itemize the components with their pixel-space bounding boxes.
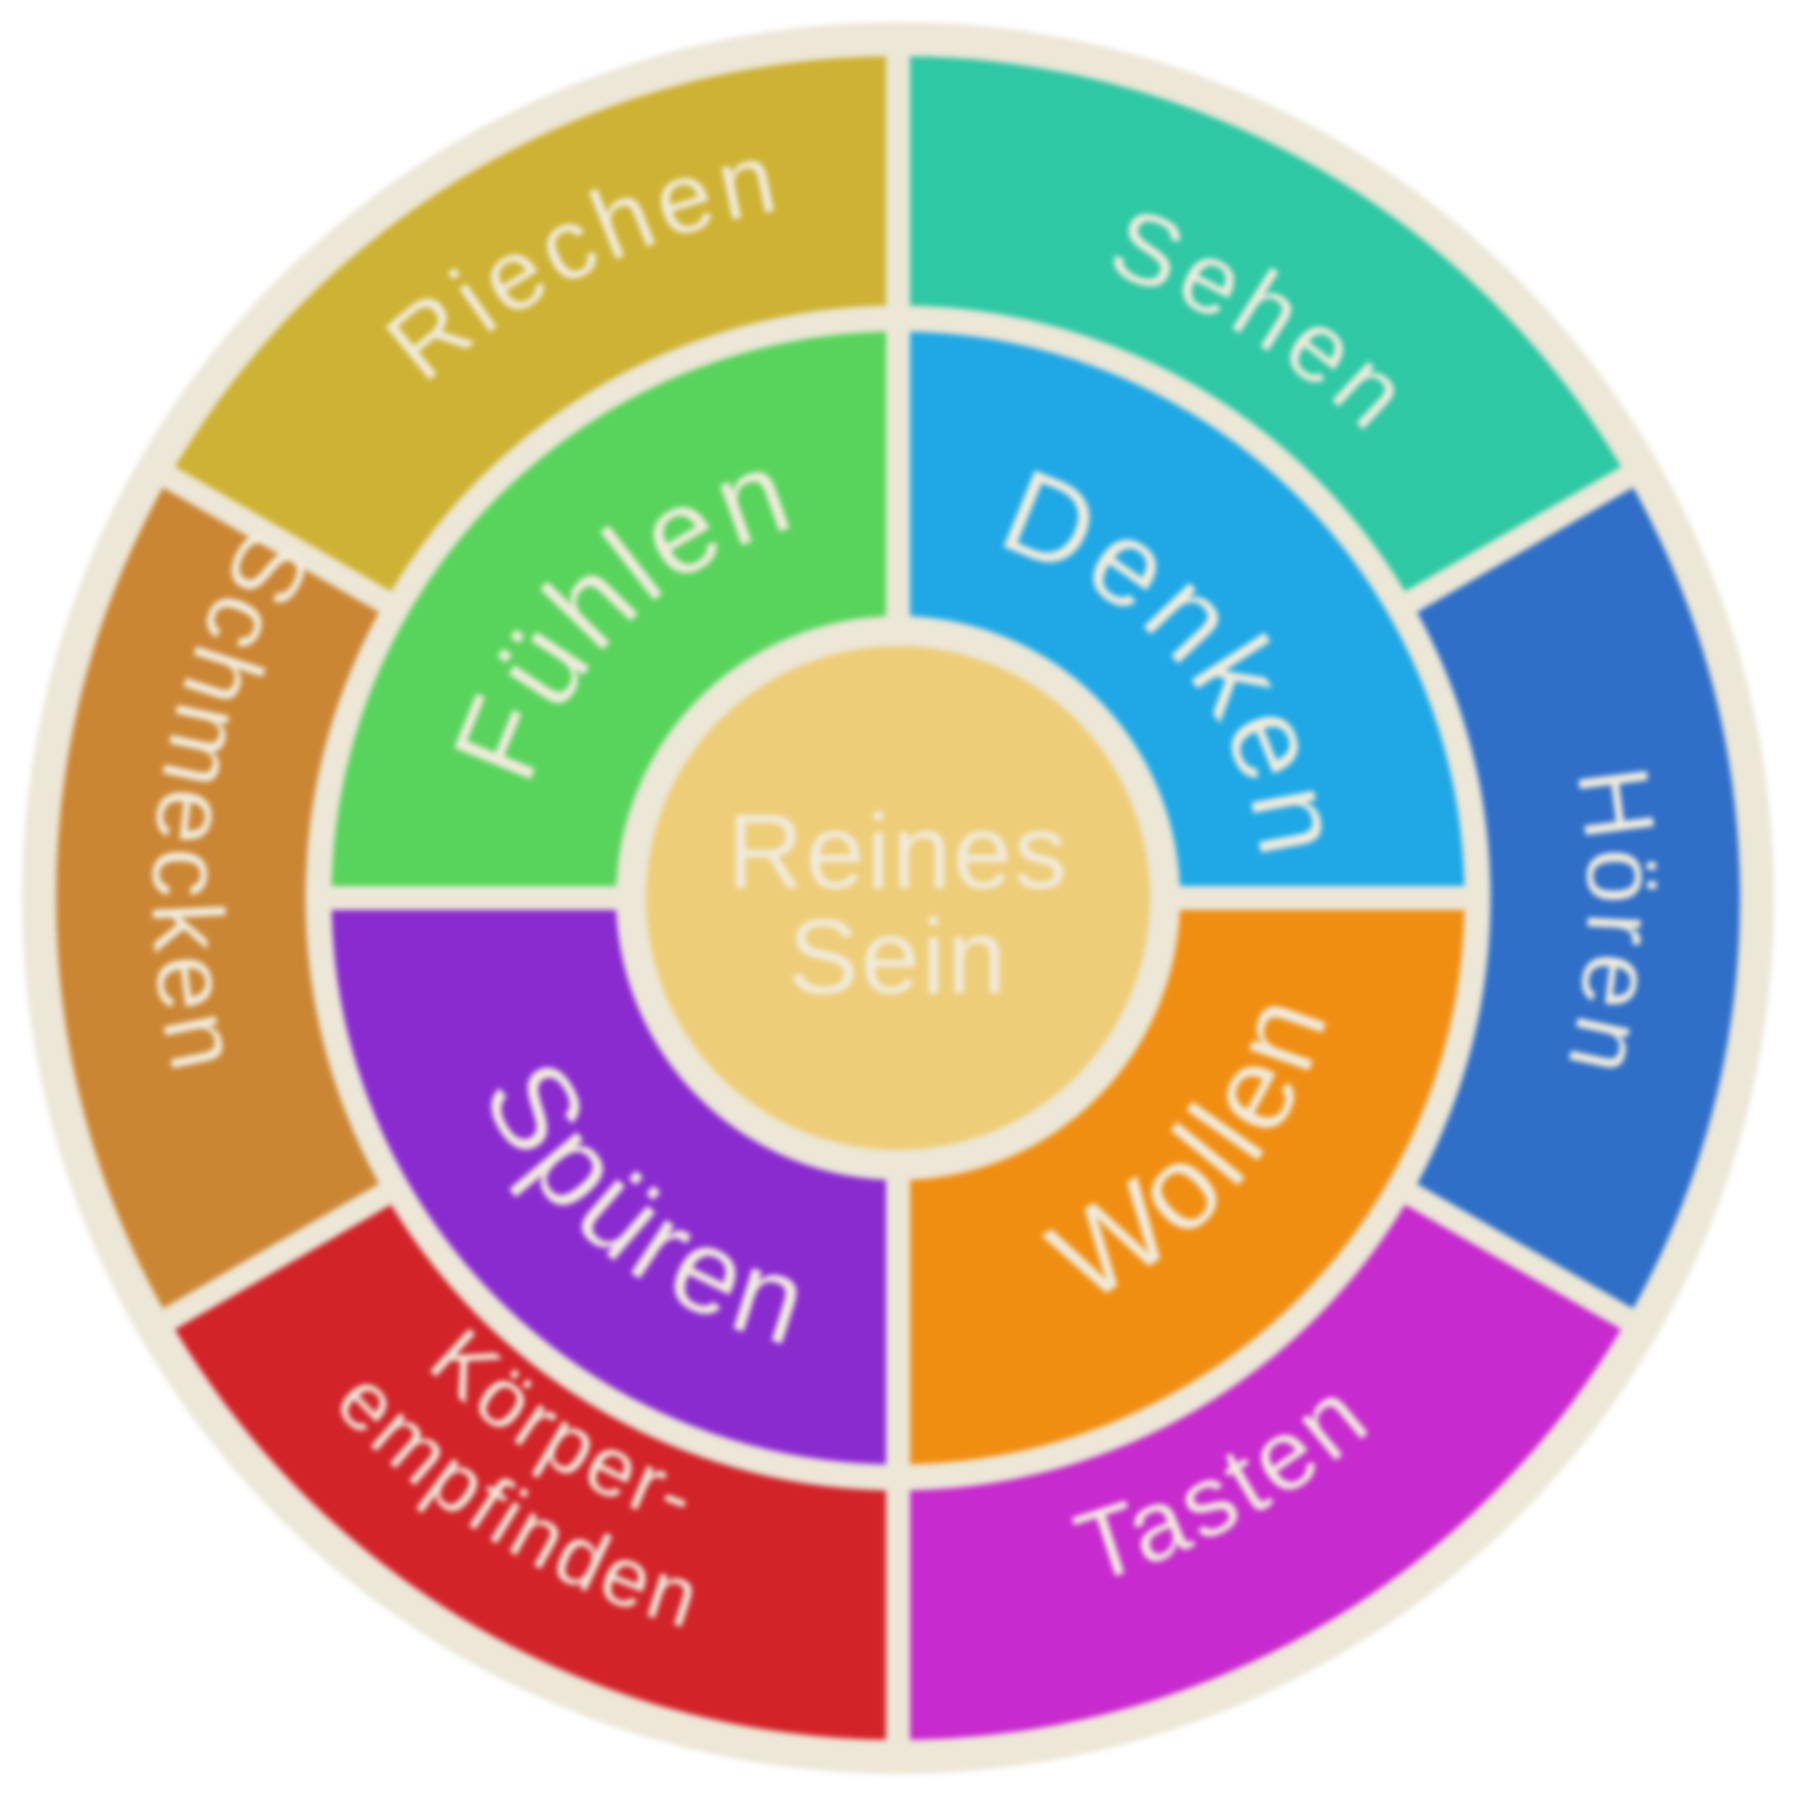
center-label-line1: Reines bbox=[727, 793, 1069, 911]
inner-segment-denken bbox=[898, 331, 1465, 898]
outer-segment-hoeren bbox=[1410, 477, 1740, 1319]
divider-outer-210 bbox=[143, 1175, 406, 1341]
outer-segment-schmecken bbox=[56, 477, 386, 1319]
ring-gap-outer bbox=[305, 305, 1491, 1491]
outer-segment-sehen bbox=[898, 56, 1628, 602]
outer-segment-koerperempfinden bbox=[168, 1194, 898, 1740]
inner-segment-fuehlen bbox=[331, 331, 898, 898]
center-circle bbox=[646, 646, 1150, 1150]
divider-outer-30 bbox=[1390, 455, 1653, 621]
outer-segment-riechen bbox=[168, 56, 898, 602]
ring-gap-inner bbox=[616, 616, 1180, 1180]
outer-label-hoeren: Hören bbox=[1545, 760, 1679, 1090]
outer-label-hoeren-text: Hören bbox=[1545, 760, 1673, 1090]
segment-dividers bbox=[143, 34, 1653, 1762]
divider-outer-150 bbox=[143, 455, 406, 621]
inner-segment-wollen bbox=[898, 898, 1465, 1465]
outer-segment-tasten bbox=[898, 1194, 1628, 1740]
center-label-line2: Sein bbox=[788, 898, 1008, 1016]
divider-outer-330 bbox=[1390, 1175, 1653, 1341]
outer-ring bbox=[56, 56, 1740, 1740]
inner-ring bbox=[331, 331, 1465, 1465]
inner-segment-spueren bbox=[331, 898, 898, 1465]
